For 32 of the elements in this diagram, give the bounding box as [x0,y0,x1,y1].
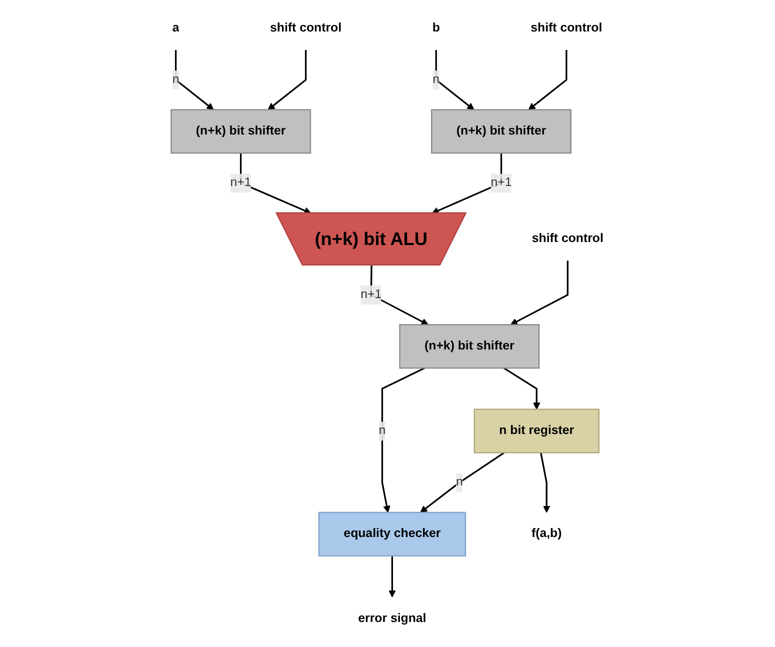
node-box: n bit register [473,408,600,454]
node-box: (n+k) bit shifter [398,324,540,369]
arrow [388,556,396,598]
edge-label: n [432,72,440,86]
node-text: f(a,b) [531,526,562,541]
edge-label: n [172,72,179,86]
arrow [370,265,428,326]
edge-label: n [378,423,386,438]
arrow [528,50,567,110]
edge-label: n [456,474,462,489]
arrow [540,452,550,513]
arrow [431,153,502,214]
node-text: b [432,20,440,35]
node-text: shift control [532,231,604,246]
node-box: (n+k) bit shifter [170,109,311,154]
arrow [174,50,214,110]
node-text: shift control [530,20,602,35]
arrow [267,50,306,110]
arrow [240,153,311,214]
arrow [510,260,568,326]
edge-label: n+1 [360,287,382,302]
node-text: shift control [270,20,342,35]
edge-label: n+1 [230,175,251,190]
arrow [502,367,540,410]
edge-label: n+1 [490,175,512,190]
arrow [434,50,474,110]
node-text: error signal [358,611,426,626]
node-box: (n+k) bit shifter [430,109,572,154]
node-text: a [172,20,179,35]
arrow [380,367,425,513]
arrow [420,452,504,513]
node-box: equality checker [318,512,466,556]
